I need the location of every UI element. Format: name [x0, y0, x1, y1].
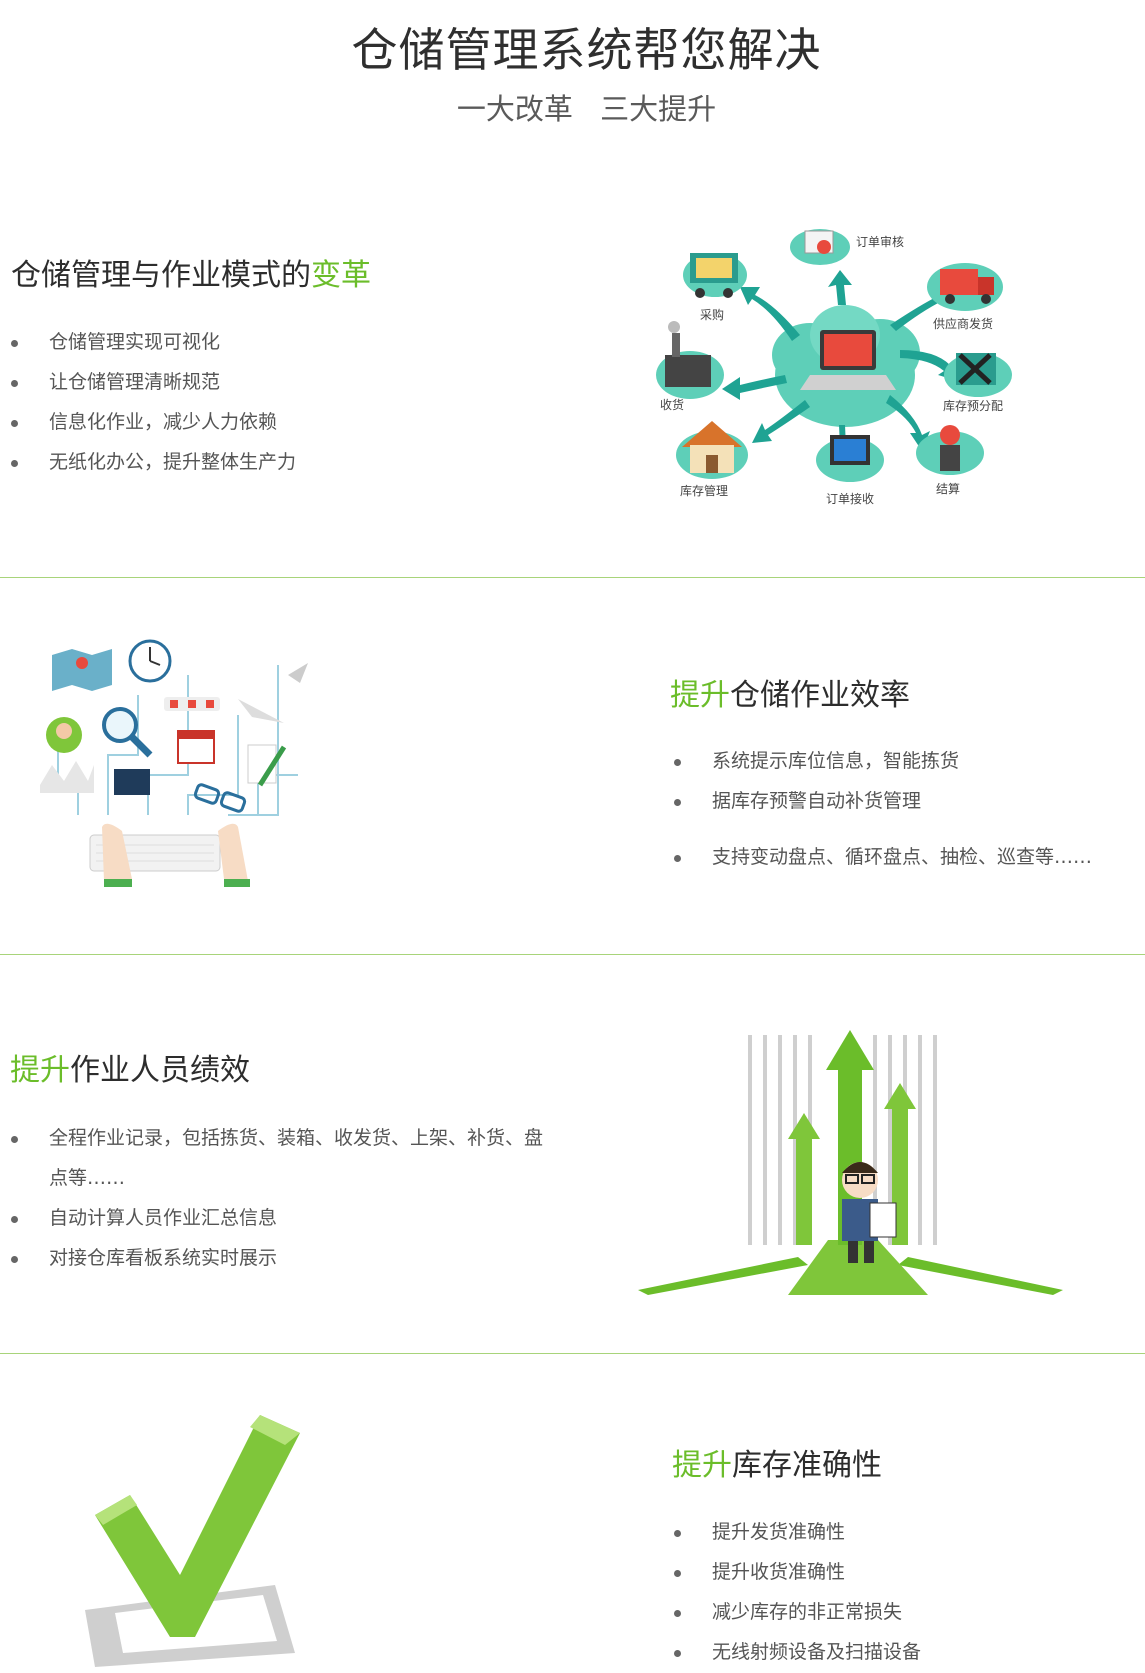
map-icon: [52, 649, 112, 691]
section-divider: [0, 954, 1145, 955]
checkmark-illustration: [85, 1415, 300, 1667]
section4-title: 提升库存准确性: [672, 1440, 882, 1484]
factory-icon: [656, 321, 724, 399]
list-item: 仓储管理实现可视化: [9, 322, 569, 362]
growth-arrows-illustration: [638, 1030, 1063, 1295]
pen-icon: [247, 744, 287, 787]
house-icon: [676, 421, 748, 479]
section1-bullet-list: 仓储管理实现可视化 让仓储管理清晰规范 信息化作业，减少人力依赖 无纸化办公，提…: [9, 322, 569, 482]
floor-ray-right: [898, 1257, 1063, 1295]
section2-bullet-list: 系统提示库位信息，智能拣货 据库存预警自动补货管理 支持变动盘点、循环盘点、抽检…: [672, 741, 1142, 877]
paper-plane-icon: [238, 663, 308, 723]
list-item: 自动计算人员作业汇总信息: [9, 1198, 549, 1238]
page-title: 仓储管理系统帮您解决: [351, 23, 822, 77]
shopping-cart-icon: [683, 253, 747, 298]
section4-bullet-list: 提升发货准确性 提升收货准确性 减少库存的非正常损失 无线射频设备及扫描设备: [672, 1512, 1142, 1672]
up-arrow-icon: [788, 1113, 820, 1245]
magnifier-icon: [102, 707, 153, 758]
list-item: 无纸化办公，提升整体生产力: [9, 442, 569, 482]
section2-title-highlight: 提升: [670, 678, 730, 713]
section3-title-highlight: 提升: [10, 1053, 70, 1088]
diagram-label-purchase: 采购: [700, 307, 724, 322]
section4-title-suffix: 库存准确性: [732, 1448, 882, 1483]
page-subtitle: 一大改革 三大提升: [456, 92, 717, 126]
tools-icon: [944, 353, 1012, 397]
settlement-person-icon: [916, 425, 984, 475]
diagram-label-inventory-mgmt: 库存管理: [680, 483, 728, 498]
diagram-label-settlement: 结算: [936, 481, 960, 496]
clock-icon: [128, 639, 172, 683]
section-divider: [0, 1353, 1145, 1354]
list-item: 信息化作业，减少人力依赖: [9, 402, 569, 442]
list-item: 无线射频设备及扫描设备: [672, 1632, 1142, 1672]
delivery-truck-icon: [927, 263, 1003, 311]
diagram-label-stock-allocation: 库存预分配: [943, 398, 1003, 413]
diagram-label-order-receive: 订单接收: [826, 491, 874, 506]
list-item: 减少库存的非正常损失: [672, 1592, 1142, 1632]
floor-base: [788, 1240, 928, 1295]
monitor-icon: [114, 769, 150, 795]
section4-title-highlight: 提升: [672, 1448, 732, 1483]
crown-icon: [40, 761, 94, 793]
floor-ray-left: [638, 1257, 808, 1295]
businessman-icon: [842, 1162, 897, 1263]
list-item: 对接仓库看板系统实时展示: [9, 1238, 549, 1278]
diagram-label-order-review: 订单审核: [856, 234, 904, 249]
hands-icon: [102, 823, 250, 887]
calendar-icon: [177, 730, 215, 764]
section3-title: 提升作业人员绩效: [10, 1045, 250, 1089]
section1-title-prefix: 仓储管理与作业模式的: [11, 258, 311, 293]
list-item: 让仓储管理清晰规范: [9, 362, 569, 402]
list-item: 据库存预警自动补货管理: [672, 781, 1142, 821]
list-item: 支持变动盘点、循环盘点、抽检、巡查等……: [672, 837, 1142, 877]
section-divider: [0, 577, 1145, 578]
check-mark-icon: [95, 1415, 300, 1637]
section3-bullet-list: 全程作业记录，包括拣货、装箱、收发货、上架、补货、盘点等…… 自动计算人员作业汇…: [9, 1118, 549, 1278]
section2-title: 提升仓储作业效率: [670, 670, 910, 714]
media-controls-icon: [164, 697, 220, 711]
section1-title: 仓储管理与作业模式的变革: [11, 250, 371, 294]
workflow-diagram: 采购 订单审核 供应商发货 收货 库存预分配 库存管理 订单接收: [656, 229, 1012, 506]
section3-title-suffix: 作业人员绩效: [70, 1053, 250, 1088]
section1-title-highlight: 变革: [311, 258, 371, 293]
diagram-label-receiving: 收货: [660, 397, 684, 412]
avatar-icon: [46, 717, 82, 753]
list-item: 系统提示库位信息，智能拣货: [672, 741, 1142, 781]
glasses-icon: [193, 783, 247, 813]
list-item: 提升收货准确性: [672, 1552, 1142, 1592]
section2-title-suffix: 仓储作业效率: [730, 678, 910, 713]
computer-icon: [816, 435, 884, 482]
diagram-label-supplier-delivery: 供应商发货: [933, 316, 993, 331]
office-work-illustration: [40, 639, 308, 887]
list-item: 提升发货准确性: [672, 1512, 1142, 1552]
list-item: 全程作业记录，包括拣货、装箱、收发货、上架、补货、盘点等……: [9, 1118, 549, 1198]
document-approval-icon: [790, 229, 850, 265]
